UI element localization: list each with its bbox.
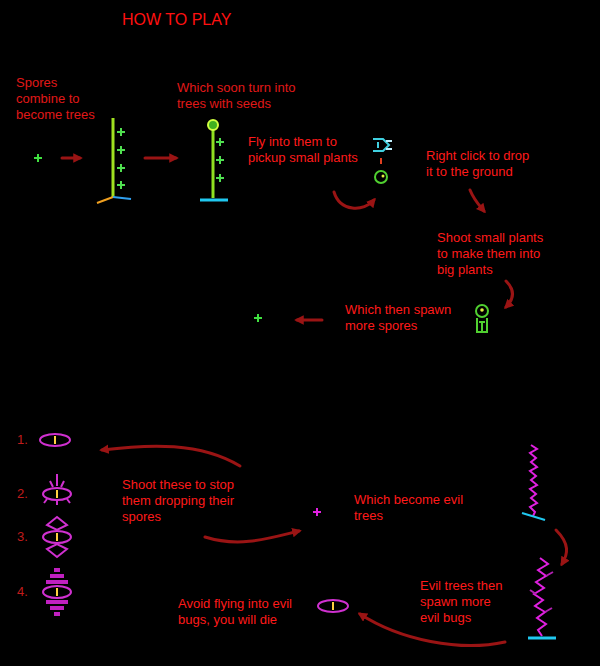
callout-number: 3. <box>17 529 37 545</box>
evil-bug <box>43 488 71 500</box>
tree-seed <box>208 120 218 130</box>
tree-root <box>97 197 113 203</box>
flow-arrow <box>145 157 176 160</box>
callout-number: 2. <box>17 486 37 502</box>
tree-stem <box>112 118 115 197</box>
instruction-text: Right click to drop it to the ground <box>426 148 536 180</box>
evil-bug <box>54 568 60 572</box>
callout-number: 4. <box>17 584 37 600</box>
tree-base <box>200 199 228 202</box>
flow-arrow <box>297 319 322 322</box>
evil-bug <box>50 574 64 578</box>
tree-root <box>113 197 131 199</box>
evil-bug <box>318 600 348 612</box>
big-plant <box>477 318 487 332</box>
evil-bug <box>332 602 334 610</box>
page-title: HOW TO PLAY <box>122 10 231 30</box>
callout-number: 1. <box>17 432 37 448</box>
instruction-text: Which soon turn into trees with seeds <box>177 80 307 112</box>
evil-bug <box>46 580 68 584</box>
evil-bug <box>47 544 67 557</box>
evil-bug <box>44 474 70 505</box>
big-plant <box>476 305 488 317</box>
evil-tree <box>530 445 537 516</box>
evil-bug <box>47 517 67 530</box>
spore <box>34 154 42 162</box>
instruction-text: Shoot these to stop them dropping their … <box>122 477 238 525</box>
evil-tree <box>530 572 553 612</box>
evil-bug <box>56 490 58 498</box>
evil-bug <box>43 531 71 543</box>
tree-spores <box>216 138 224 182</box>
evil-tree <box>534 558 548 636</box>
flow-arrow <box>102 446 240 466</box>
evil-tree-base <box>522 513 545 520</box>
evil-bug <box>43 517 71 557</box>
evil-bug <box>40 434 70 446</box>
evil-bug <box>43 568 71 616</box>
tree-stem <box>212 130 215 198</box>
instruction-text: Avoid flying into evil bugs, you will di… <box>178 596 308 628</box>
small-plant <box>375 171 387 183</box>
flow-arrow <box>506 281 512 307</box>
evil-bug <box>43 474 71 505</box>
flow-arrow <box>62 157 80 160</box>
small-plant <box>382 175 385 178</box>
evil-bug <box>54 612 60 616</box>
evil-tree-base <box>528 637 556 640</box>
evil-bug <box>43 586 71 598</box>
player-ship <box>386 141 392 149</box>
evil-bug <box>40 434 70 446</box>
flow-arrow <box>556 530 567 564</box>
tractor-beam <box>380 158 382 164</box>
flow-arrow <box>334 192 374 208</box>
tree-spores <box>117 128 125 189</box>
evil-bug <box>50 606 64 610</box>
evil-bug <box>46 600 68 604</box>
instruction-text: Fly into them to pickup small plants <box>248 134 366 166</box>
instruction-text: Which then spawn more spores <box>345 302 457 334</box>
evil-bug <box>56 588 58 596</box>
instruction-text: Shoot small plants to make them into big… <box>437 230 555 278</box>
flow-arrow <box>470 190 484 211</box>
evil-spore <box>313 508 321 516</box>
evil-bug <box>56 533 58 541</box>
big-plant <box>480 308 484 312</box>
evil-bug <box>54 436 56 444</box>
instruction-text: Evil trees then spawn more evil bugs <box>420 578 508 626</box>
instruction-text: Which become evil trees <box>354 492 466 524</box>
flow-arrow <box>205 531 299 542</box>
spore <box>254 314 262 322</box>
instruction-text: Spores combine to become trees <box>16 75 108 123</box>
